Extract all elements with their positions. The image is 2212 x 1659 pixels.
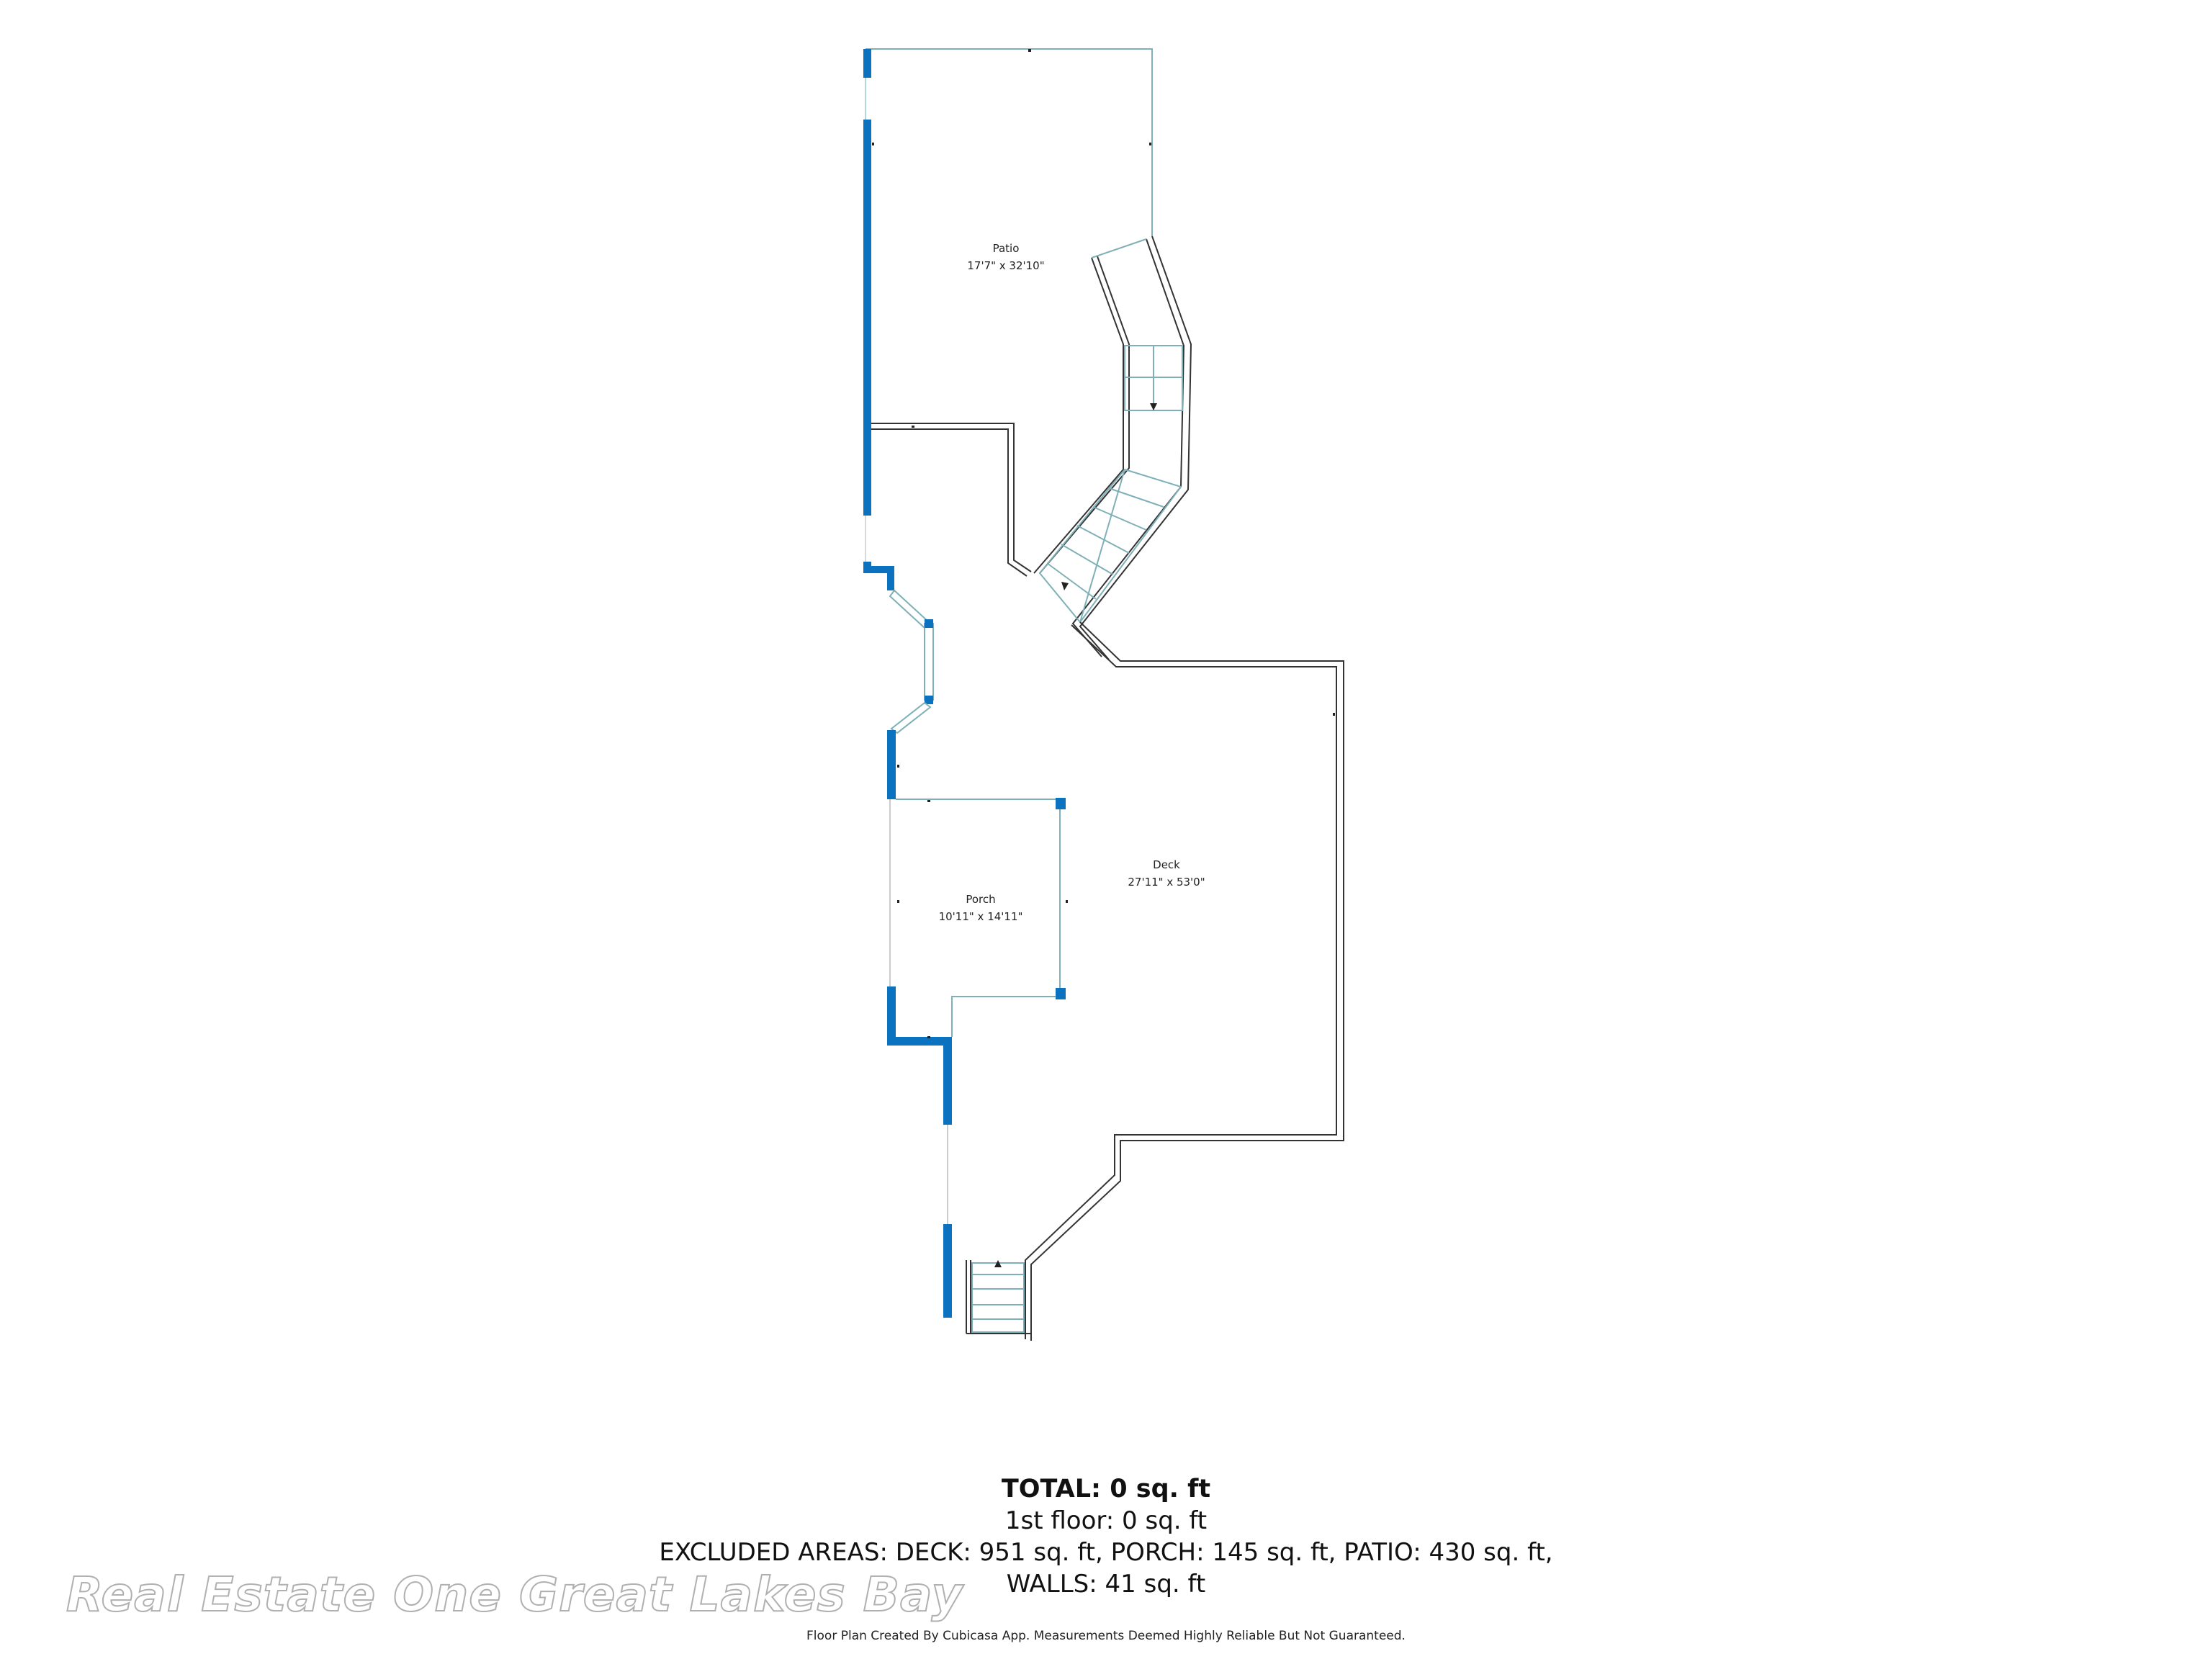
bay-wall-top (863, 562, 894, 590)
stair-arrow-down-left (1061, 582, 1069, 590)
patio-wall-segment-top (863, 49, 871, 78)
porch-west-wall (887, 986, 952, 1125)
patio-area (863, 48, 1153, 577)
deck-outer-wall (1030, 621, 1344, 1341)
bay-wall-bottom (887, 730, 896, 799)
stair-landing-top (1091, 238, 1147, 258)
excluded-areas: EXCLUDED AREAS: DECK: 951 sq. ft, PORCH:… (659, 1538, 1553, 1567)
stairs-upper (1033, 235, 1192, 660)
bay-window-upper (889, 589, 930, 629)
tick (1333, 713, 1335, 716)
patio-wall-segment-main (863, 120, 871, 516)
bay-corner-bottom (925, 696, 933, 704)
stair-tread (1076, 525, 1130, 554)
deck-dimensions: 27'11" x 53'0" (1128, 876, 1205, 889)
stair-tread (1079, 469, 1125, 623)
entry-stair-flight (971, 1262, 1025, 1333)
tick (872, 143, 874, 145)
patio-partition-inner (871, 428, 1028, 577)
first-floor-area: 1st floor: 0 sq. ft (1004, 1506, 1208, 1535)
entry-wall (943, 1224, 952, 1318)
stair-tread (1092, 506, 1147, 531)
stair-tread (1061, 544, 1114, 575)
tick (1149, 143, 1151, 145)
total-area: TOTAL: 0 sq. ft (1001, 1475, 1211, 1503)
porch-post-top (1056, 798, 1066, 809)
patio-dimensions: 17'7" x 32'10" (967, 259, 1044, 272)
stair-inner-wall (1033, 257, 1124, 574)
patio-boundary (866, 48, 1153, 236)
walls-area: WALLS: 41 sq. ft (1006, 1570, 1206, 1599)
stair-tread (1046, 562, 1097, 600)
deck-label: Deck (1153, 858, 1180, 871)
stair-arrow-up (994, 1260, 1002, 1267)
deck-outer-wall-inner (1025, 624, 1337, 1339)
patio-partition (871, 423, 1032, 572)
tick (1028, 49, 1031, 52)
tick (927, 800, 930, 802)
bay-corner-top (925, 619, 933, 628)
tick (927, 1036, 930, 1038)
porch-post-bottom (1056, 988, 1066, 999)
bay-window-lower (890, 701, 932, 734)
stair-flight-angled (1038, 468, 1182, 624)
tick (897, 765, 899, 768)
west-facade (863, 562, 952, 1318)
patio-label: Patio (993, 242, 1020, 255)
tick (1066, 900, 1068, 903)
tick (912, 426, 914, 428)
bay-window-side (924, 623, 934, 701)
deck-area (1025, 621, 1344, 1341)
tick (897, 900, 899, 903)
measure-ticks (872, 49, 1335, 1038)
stairs-entry (966, 1260, 1031, 1334)
porch-dimensions: 10'11" x 14'11" (939, 910, 1023, 923)
porch-label: Porch (966, 893, 995, 906)
porch-area (896, 798, 1066, 1037)
disclaimer: Floor Plan Created By Cubicasa App. Meas… (806, 1629, 1406, 1643)
stair-arrow-down (1150, 403, 1157, 410)
brand-watermark: Real Estate One Great Lakes Bay (66, 1566, 963, 1623)
stair-outer-wall (1079, 235, 1192, 660)
stair-inner-wall-2 (1039, 256, 1130, 574)
